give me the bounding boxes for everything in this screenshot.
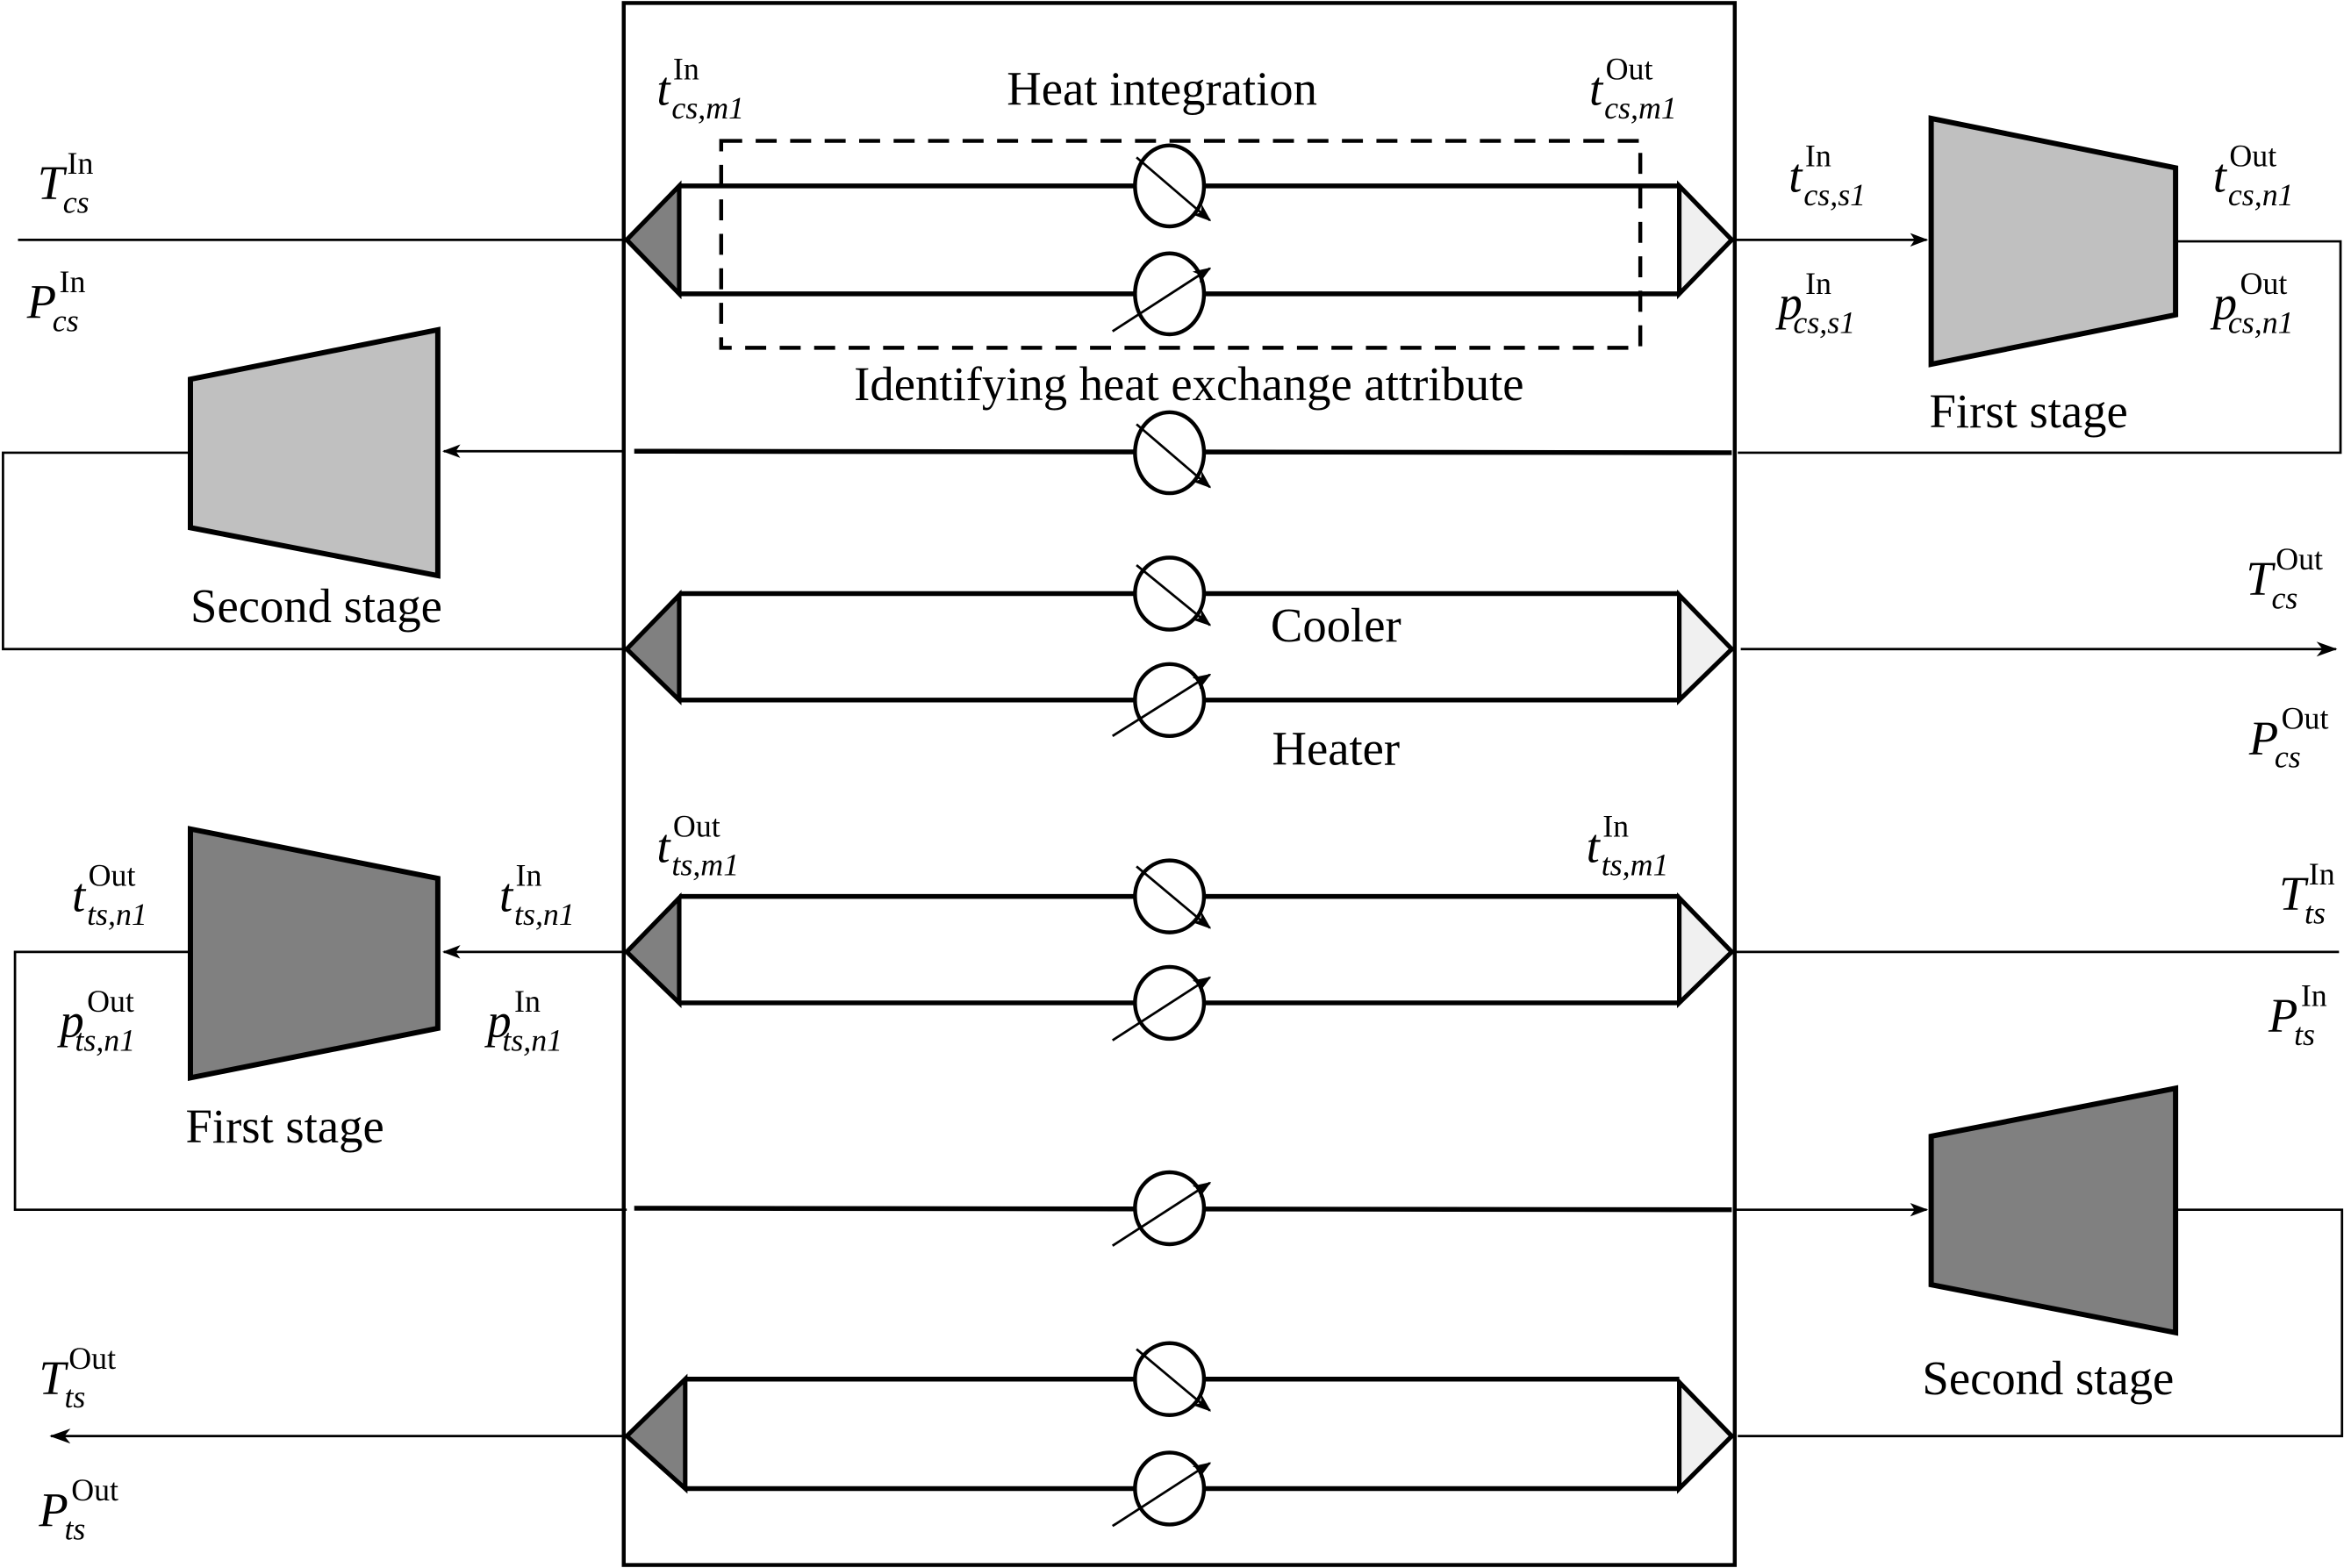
- heat-exchanger-icon: [1133, 858, 1212, 934]
- ts-first-stage-label: First stage: [186, 1099, 384, 1153]
- heat-integration-region: [719, 139, 1643, 350]
- heat-integration-label: Heat integration: [1007, 62, 1317, 116]
- heat-exchanger-icon: [1111, 964, 1212, 1042]
- cs-split-mixer-2: [623, 589, 682, 705]
- hen-boundary-box: [621, 1, 1738, 1567]
- heat-exchanger-icon: [1133, 143, 1212, 229]
- heater-label: Heater: [1272, 721, 1400, 775]
- cs-second-stage-outlet-loop: [2, 451, 627, 651]
- cooler-icon: [1133, 555, 1212, 632]
- ts-second-stage-compressor: [1928, 1085, 2179, 1336]
- identifying-attribute-label: Identifying heat exchange attribute: [854, 357, 1523, 411]
- heat-exchanger-icon: [1111, 251, 1212, 337]
- heat-exchanger-icon: [1111, 1170, 1212, 1247]
- cs-merge-1: [1677, 180, 1735, 300]
- cs-second-stage-compressor: [187, 326, 441, 579]
- cs-split-mixer-1: [623, 180, 682, 300]
- cs-second-stage-label: Second stage: [190, 579, 442, 633]
- ts-second-stage-label: Second stage: [1922, 1351, 2174, 1405]
- ts-split-mixer-2: [623, 1373, 688, 1494]
- ts-second-stage-outlet-loop: [1738, 1208, 2344, 1438]
- ts-merge-1: [1677, 892, 1735, 1008]
- ts-interstage-loop: [13, 950, 627, 1212]
- cs-first-stage-compressor: [1928, 115, 2179, 368]
- ts-split-mixer-1: [623, 892, 682, 1008]
- heat-exchanger-icon: [1111, 1450, 1212, 1528]
- heat-exchanger-icon: [1133, 410, 1212, 496]
- heat-exchanger-icon: [1133, 1341, 1212, 1417]
- cs-merge-2: [1677, 589, 1735, 705]
- ts-merge-2: [1677, 1376, 1735, 1494]
- heater-icon: [1112, 662, 1212, 739]
- ts-first-stage-compressor: [187, 826, 441, 1081]
- cooler-label: Cooler: [1271, 598, 1401, 652]
- cs-first-stage-label: First stage: [1930, 384, 2128, 438]
- cs-interstage-loop: [1738, 240, 2342, 455]
